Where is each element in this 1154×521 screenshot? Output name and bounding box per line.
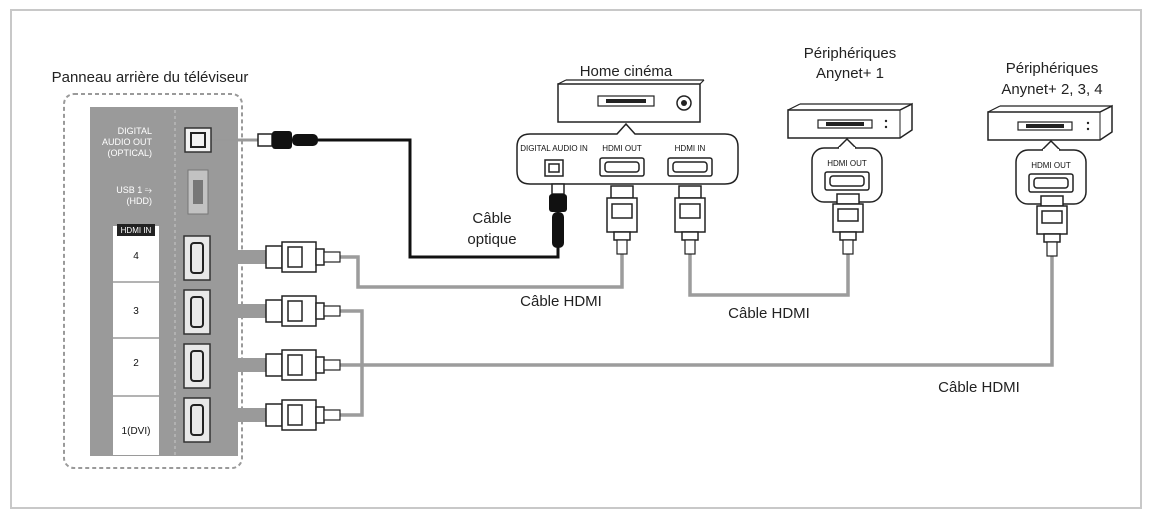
- hdmi-port-label-3: 3: [133, 306, 139, 317]
- tv-optical-port[interactable]: [184, 127, 212, 153]
- optical-cable: [318, 138, 560, 259]
- tv-usb-port-slot: [193, 180, 203, 204]
- hc-hdmi-out-label: HDMI OUT: [602, 144, 642, 153]
- usb-label-1: USB 1 ⭇: [116, 185, 152, 195]
- device2-hdmi-out-label: HDMI OUT: [1031, 161, 1071, 170]
- tv-panel: [90, 107, 238, 456]
- device1-title-line2: Anynet+ 1: [816, 65, 884, 82]
- device1-hdmi-out-label: HDMI OUT: [827, 159, 867, 168]
- diagram-frame: [10, 9, 1142, 509]
- tv-hdmi-port-3[interactable]: [183, 289, 211, 335]
- hdmi-plug-tv-1: [265, 399, 341, 431]
- hdmi-cable-label-3: Câble HDMI: [938, 379, 1020, 396]
- hdmi-plug-device2: [1036, 195, 1068, 257]
- hc-optical-port[interactable]: [544, 159, 564, 177]
- hdmi-sleeve-4: [212, 250, 266, 264]
- hdmi-plug-hc-out: [606, 185, 638, 255]
- usb-label-2: (HDD): [127, 196, 153, 206]
- tv-hdmi-port-2[interactable]: [183, 343, 211, 389]
- hdmi-plug-tv-2: [265, 349, 341, 381]
- device1-unit: [787, 102, 913, 139]
- device2-title-line1: Périphériques: [1006, 60, 1099, 77]
- device2-port-callout: [1015, 139, 1087, 205]
- hdmi-plug-tv-3: [265, 295, 341, 327]
- tv-panel-title: Panneau arrière du téléviseur: [52, 69, 249, 86]
- hdmi-plug-hc-in: [674, 185, 706, 255]
- hdmi-plug-device1: [832, 193, 864, 255]
- digital-audio-label-1: DIGITAL: [118, 126, 152, 136]
- device1-port-callout: [811, 137, 883, 203]
- hdmi-sleeve-2: [212, 358, 266, 372]
- hdmi-plug-tv-4: [265, 241, 341, 273]
- optical-cable-label-2: optique: [467, 231, 516, 248]
- optical-plug-tv: [257, 131, 318, 149]
- tv-hdmi-port-1[interactable]: [183, 397, 211, 443]
- device1-hdmi-out-port[interactable]: [824, 171, 870, 191]
- hc-digital-audio-in-label: DIGITAL AUDIO IN: [520, 144, 588, 153]
- device2-title-line2: Anynet+ 2, 3, 4: [1001, 81, 1102, 98]
- hdmi-cable-label-2: Câble HDMI: [728, 305, 810, 322]
- optical-plug-hc: [549, 183, 567, 248]
- hdmi-cable-port2: [340, 255, 1054, 367]
- hdmi-port-label-4: 4: [133, 251, 139, 262]
- hdmi-cable-port4: [340, 254, 624, 289]
- hc-hdmi-in-label: HDMI IN: [675, 144, 706, 153]
- digital-audio-label-3: (OPTICAL): [107, 148, 152, 158]
- hdmi-in-column: [113, 226, 159, 455]
- hdmi-cable-port3-port1: [340, 309, 364, 417]
- hdmi-port-label-2: 2: [133, 358, 139, 369]
- hdmi-in-header-bg: [117, 224, 155, 236]
- hdmi-port-label-1: 1(DVI): [122, 426, 151, 437]
- home-cinema-device: [557, 79, 705, 123]
- hdmi-in-header: HDMI IN: [121, 226, 152, 235]
- tv-hdmi-port-4[interactable]: [183, 235, 211, 281]
- hdmi-cable-hc-device1: [688, 254, 850, 297]
- tv-optical-port-inner: [190, 132, 206, 148]
- hdmi-sleeve-3: [212, 304, 266, 318]
- hc-hdmi-out-port[interactable]: [599, 157, 645, 177]
- hdmi-sleeve-1: [212, 408, 266, 422]
- digital-audio-label-2: AUDIO OUT: [102, 137, 153, 147]
- hdmi-cable-label-1: Câble HDMI: [520, 293, 602, 310]
- hc-hdmi-in-port[interactable]: [667, 157, 713, 177]
- optical-cable-label-1: Câble: [472, 210, 511, 227]
- home-cinema-title: Home cinéma: [580, 63, 673, 80]
- device2-hdmi-out-port[interactable]: [1028, 173, 1074, 193]
- device1-title-line1: Périphériques: [804, 45, 897, 62]
- device2-unit: [987, 104, 1113, 141]
- tv-panel-outline: [63, 93, 243, 469]
